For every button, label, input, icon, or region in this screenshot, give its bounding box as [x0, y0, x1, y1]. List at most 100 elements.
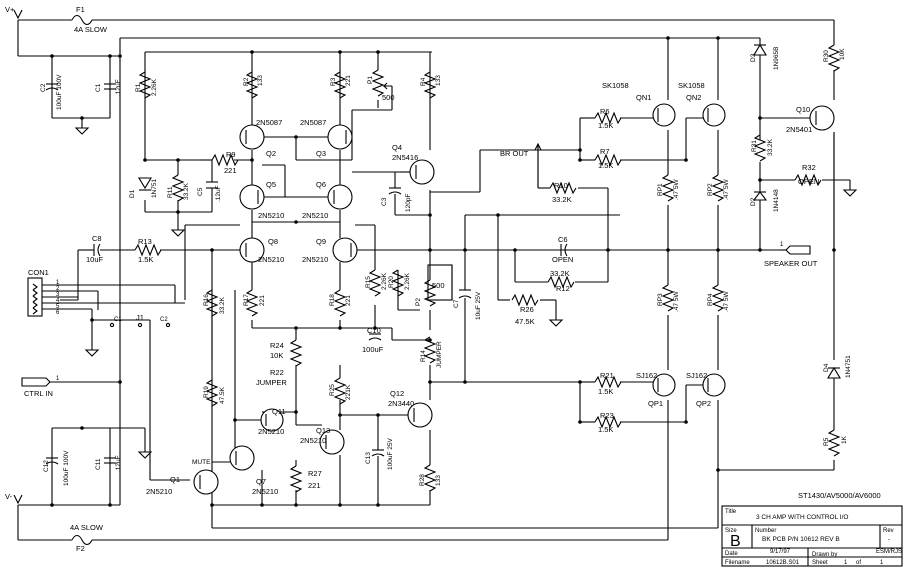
speaker-pin: 1 — [780, 242, 784, 248]
r5-value: 1K — [841, 435, 848, 444]
c11-value: .12uF — [115, 455, 122, 472]
r21-value: 1.5K — [598, 387, 613, 396]
qn1-ref: QN1 — [636, 93, 651, 102]
q9-ref: Q9 — [316, 237, 326, 246]
r13-value: 1.5K — [138, 255, 153, 264]
ctrl-in-label: CTRL IN — [24, 389, 53, 398]
q3-ref: Q3 — [316, 149, 326, 158]
r18-value: 221 — [345, 295, 352, 306]
r22-ref: R22 — [270, 368, 284, 377]
con1-pin-1: 1 — [56, 280, 60, 286]
c7-value: 10uF 25V — [475, 291, 482, 320]
j1-label: J1 — [136, 313, 144, 322]
r25-ref: R25 — [329, 384, 336, 396]
drawn-value: ESM/RJS — [876, 549, 902, 555]
c1-ref: C1 — [95, 83, 102, 92]
r23-value: 1.5K — [598, 425, 613, 434]
q6-value: 2N5210 — [302, 211, 328, 220]
q1-value: 2N5210 — [146, 487, 172, 496]
r30-ref: R30 — [823, 50, 830, 62]
q6-ref: Q6 — [316, 180, 326, 189]
p2-value: 500 — [432, 281, 445, 290]
con1-pin-4: 4 — [56, 298, 60, 304]
r24-ref: R24 — [270, 341, 284, 350]
drawn-label: Drawn by — [812, 552, 837, 558]
date-label: Date — [725, 551, 738, 557]
size-label: Size — [725, 528, 737, 534]
r5-ref: R5 — [823, 437, 830, 446]
q9-value: 2N5210 — [302, 255, 328, 264]
rp3-value: .47 5W — [673, 291, 680, 312]
d4-value: 1N4751 — [845, 355, 852, 378]
rp1-value: .47 5W — [673, 179, 680, 200]
rev-value: - — [888, 536, 890, 543]
c8-value: 10uF — [86, 255, 104, 264]
q10-value: 2N5401 — [786, 125, 812, 134]
q12-ref: Q12 — [390, 389, 404, 398]
d4-ref: D4 — [823, 363, 830, 372]
d2-ref: D2 — [750, 197, 757, 206]
con1-pin-2: 2 — [56, 286, 60, 292]
r4-ref: R4 — [420, 77, 427, 86]
p1-ref: P1 — [367, 76, 374, 84]
r18-ref: R18 — [329, 294, 336, 306]
vminus-label: V- — [5, 492, 13, 501]
r19-ref: R19 — [203, 386, 210, 398]
q7-value: 2N5210 — [252, 487, 278, 496]
c6-ref: C6 — [558, 235, 568, 244]
q13-ref: Q13 — [316, 426, 330, 435]
c5-ref: C5 — [197, 187, 204, 196]
r23-ref: R23 — [600, 411, 614, 420]
c12-value: 100uF 100V — [63, 450, 70, 486]
r3-ref: R3 — [330, 77, 337, 86]
d3-ref: D3 — [750, 53, 757, 62]
qp1-ref: QP1 — [648, 399, 663, 408]
date-value: 9/17/97 — [770, 549, 791, 555]
q8-value: 2N5210 — [258, 255, 284, 264]
c11-ref: C11 — [95, 458, 102, 470]
r30-value: 10K — [839, 48, 846, 60]
r2-value: 133 — [257, 75, 264, 86]
c6-value: OPEN — [552, 255, 573, 264]
c3-ref: C3 — [381, 197, 388, 206]
r1-value: 2.26K — [151, 78, 158, 96]
r28-ref: R28 — [419, 474, 426, 486]
r3-value: 221 — [345, 75, 352, 86]
r21-ref: R21 — [600, 371, 614, 380]
con1-pin-3: 3 — [56, 292, 60, 298]
q10-ref: Q10 — [796, 105, 810, 114]
con1-pin-5: 5 — [56, 304, 60, 310]
labels: V+ V- F1 4A SLOW 4A SLOW F2 C2 100uF 100… — [5, 5, 881, 553]
r14-value: JUMPER — [436, 341, 443, 368]
r24-value: 10K — [270, 351, 283, 360]
number-label: Number — [755, 528, 776, 534]
r10-ref: R10 — [554, 181, 568, 190]
r31-value: 33.2K — [767, 138, 774, 156]
j1-c2-label: C2 — [160, 317, 168, 323]
r17-ref: R17 — [243, 294, 250, 306]
sheet-value: 1 — [844, 560, 848, 566]
f2-value: 4A SLOW — [70, 523, 104, 532]
q1-ref: Q1 — [170, 475, 180, 484]
r16-value: 33.2K — [219, 296, 226, 314]
r16-ref: R16 — [203, 294, 210, 306]
r28-value: 133 — [435, 475, 442, 486]
qn2-ref: QN2 — [686, 93, 701, 102]
qp2-ref: QP2 — [696, 399, 711, 408]
c8-ref: C8 — [92, 234, 102, 243]
r19-value: 47.5K — [219, 386, 226, 404]
rp1-ref: RP1 — [657, 183, 664, 196]
q4-ref: Q4 — [392, 143, 402, 152]
q12-value: 2N3440 — [388, 399, 414, 408]
r1-ref: R1 — [135, 83, 142, 92]
r11-ref: R11 — [167, 186, 174, 198]
r9-ref: R9 — [226, 150, 236, 159]
p2-ref: P2 — [415, 298, 422, 306]
rp4-value: .47 5W — [723, 291, 730, 312]
sheet-label: Sheet — [812, 560, 828, 566]
of-label: of — [856, 560, 861, 566]
d2-value: 1N4148 — [773, 189, 780, 212]
mute-label: MUTE — [192, 459, 211, 466]
qp2-value: SJ162 — [686, 371, 707, 380]
q5-ref: Q5 — [266, 180, 276, 189]
